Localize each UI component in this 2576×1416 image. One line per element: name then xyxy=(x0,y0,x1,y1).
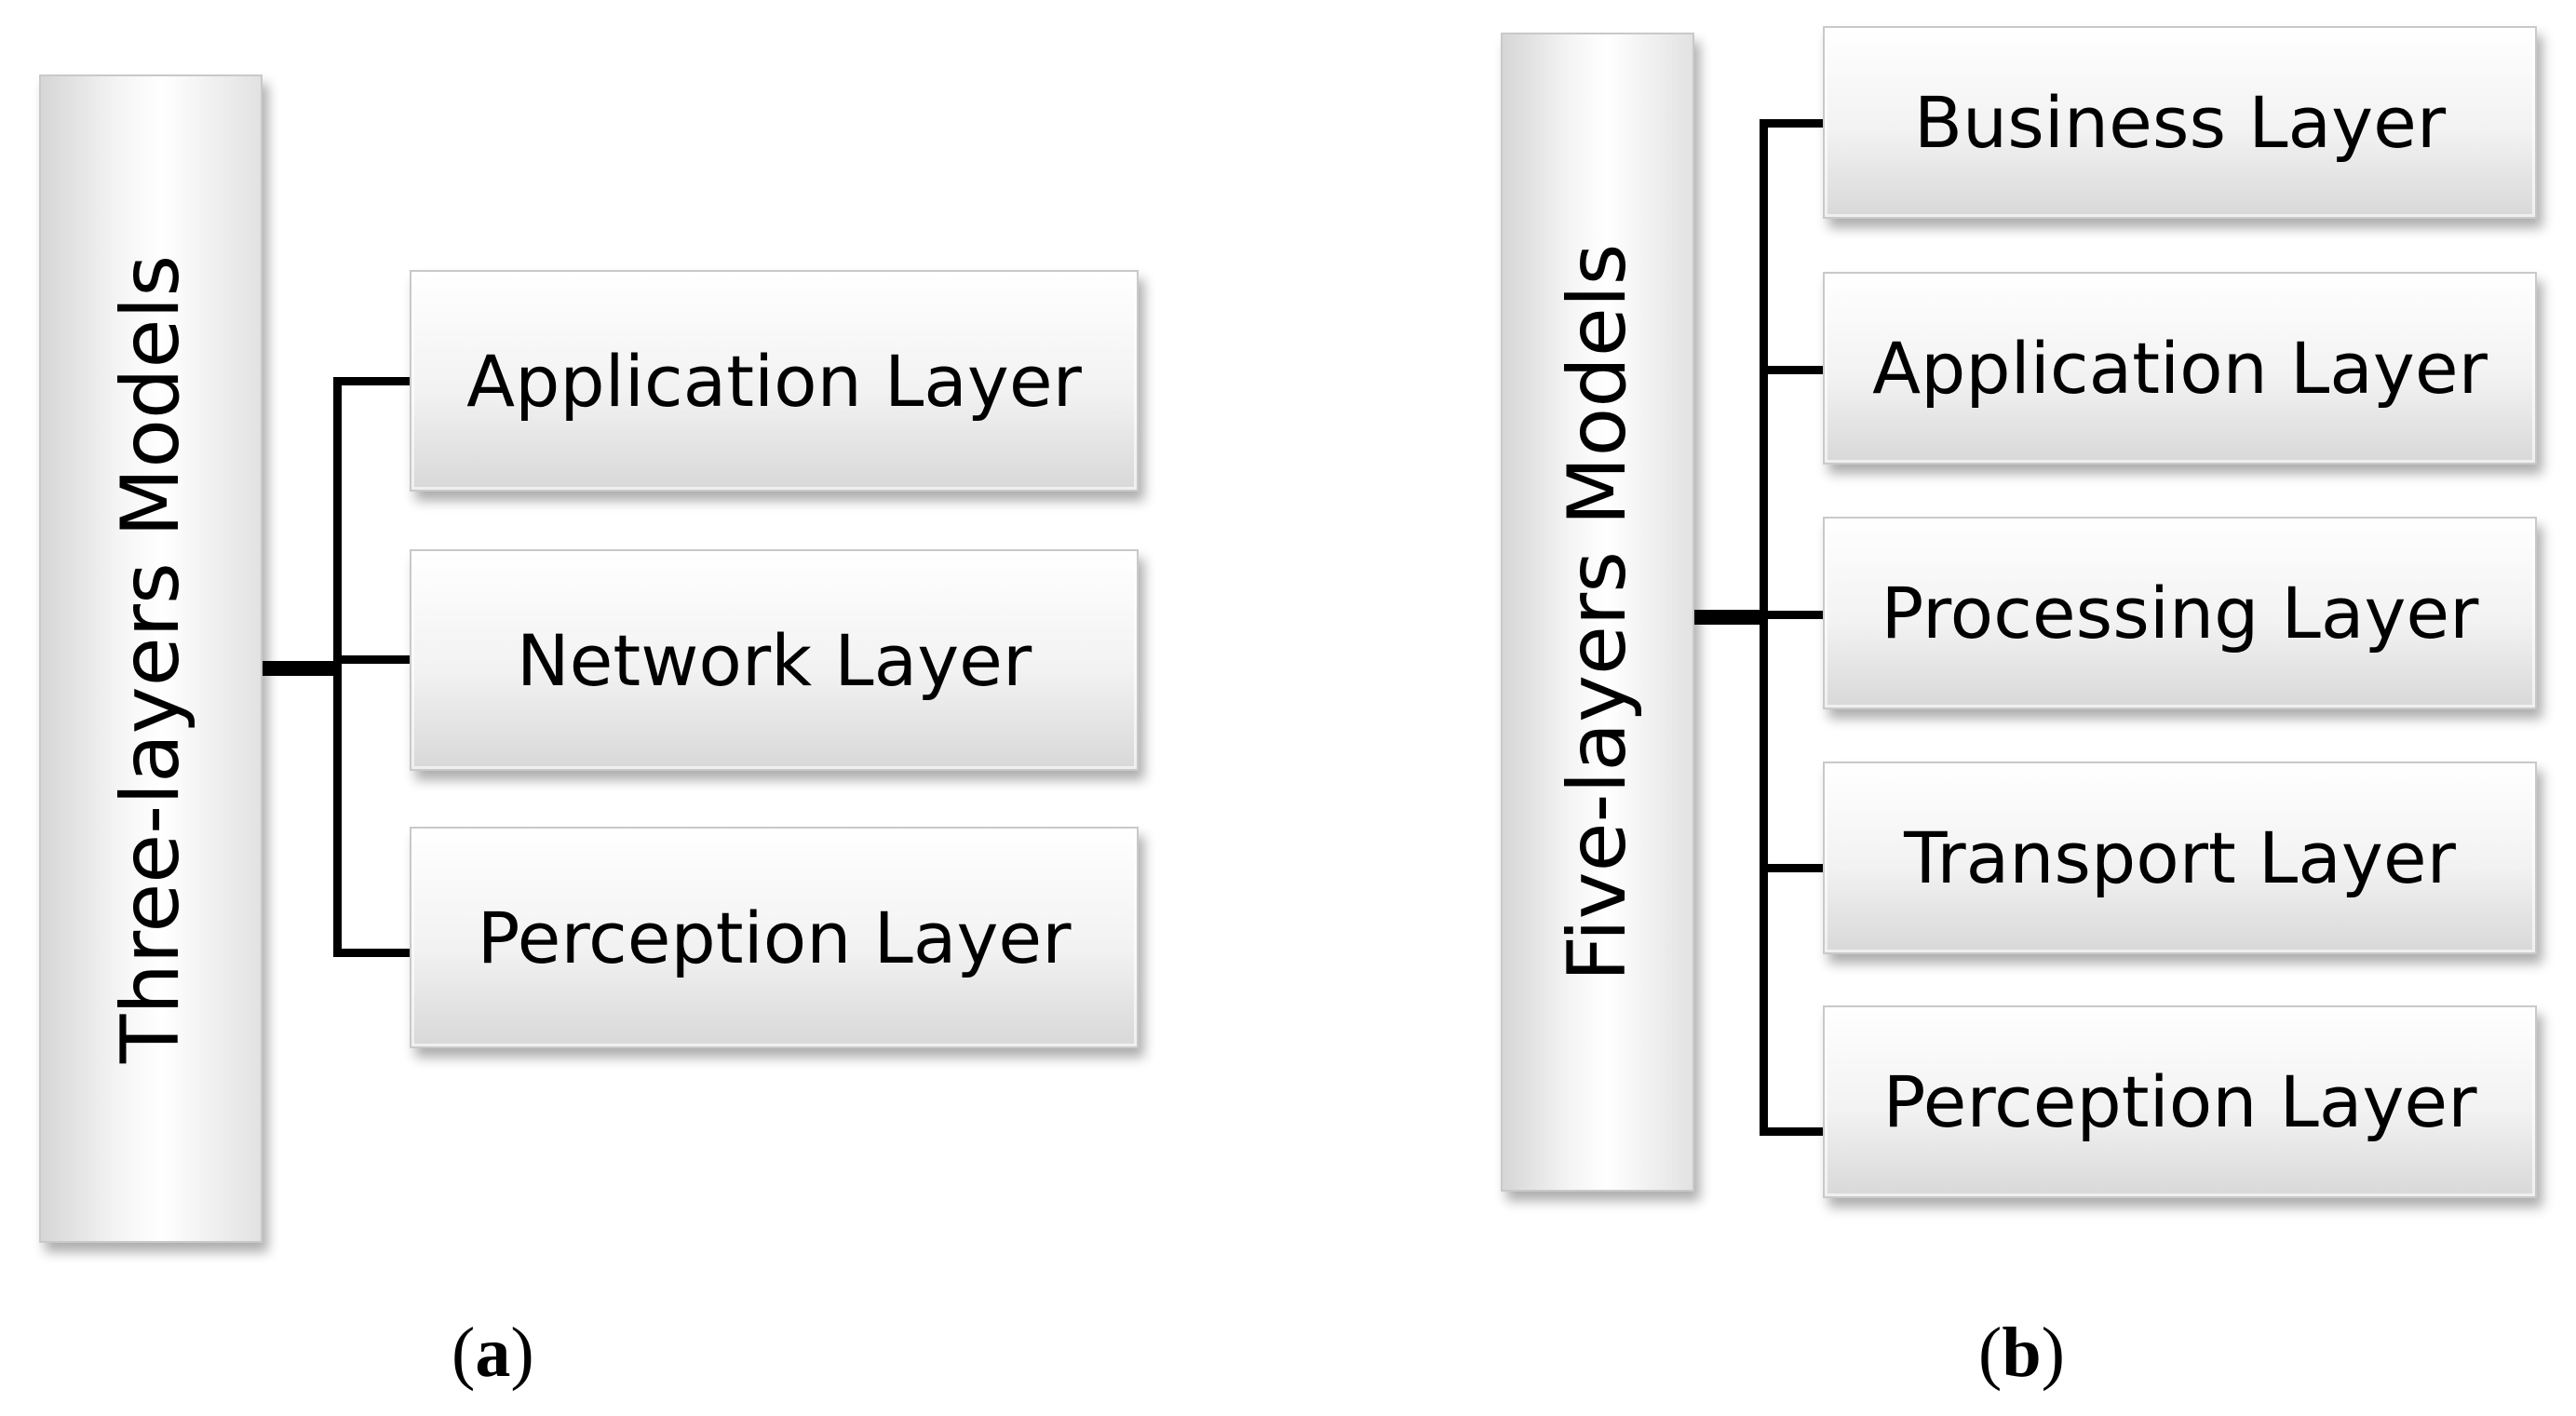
connector-b-branch-2 xyxy=(1760,366,1823,374)
connector-b-vertical xyxy=(1760,119,1768,1136)
connector-a-branch-3 xyxy=(333,949,410,957)
layer-label: Business Layer xyxy=(1913,81,2447,164)
layer-box-perception: Perception Layer xyxy=(410,827,1139,1048)
layer-box-application: Application Layer xyxy=(1823,272,2537,465)
five-layers-models-box: Five-layers Models xyxy=(1501,33,1694,1192)
connector-b-trunk xyxy=(1694,610,1765,625)
layer-label: Network Layer xyxy=(516,618,1032,702)
connector-a-trunk xyxy=(263,661,339,676)
connector-a-branch-2 xyxy=(333,655,410,664)
connector-b-branch-5 xyxy=(1760,1127,1823,1136)
layer-box-application: Application Layer xyxy=(410,270,1139,492)
three-layers-models-title: Three-layers Models xyxy=(104,254,197,1063)
connector-b-branch-1 xyxy=(1760,119,1823,128)
layer-label: Processing Layer xyxy=(1881,572,2479,654)
connector-b-branch-3 xyxy=(1760,611,1823,619)
layer-box-business: Business Layer xyxy=(1823,26,2537,219)
connector-a-vertical xyxy=(333,377,342,957)
layer-label: Application Layer xyxy=(1872,327,2488,410)
five-layers-models-title: Five-layers Models xyxy=(1551,243,1644,981)
layer-label: Perception Layer xyxy=(1882,1060,2477,1143)
layer-box-perception: Perception Layer xyxy=(1823,1005,2537,1198)
layer-box-processing: Processing Layer xyxy=(1823,517,2537,709)
layer-box-transport: Transport Layer xyxy=(1823,762,2537,954)
layer-label: Perception Layer xyxy=(477,896,1072,979)
three-layers-models-box: Three-layers Models xyxy=(39,74,263,1243)
layer-box-network: Network Layer xyxy=(410,549,1139,771)
layer-label: Application Layer xyxy=(466,339,1082,423)
caption-b: (b) xyxy=(1978,1314,2065,1392)
connector-a-branch-1 xyxy=(333,377,410,385)
caption-a: (a) xyxy=(452,1314,534,1392)
connector-b-branch-4 xyxy=(1760,864,1823,872)
layer-label: Transport Layer xyxy=(1904,816,2456,899)
